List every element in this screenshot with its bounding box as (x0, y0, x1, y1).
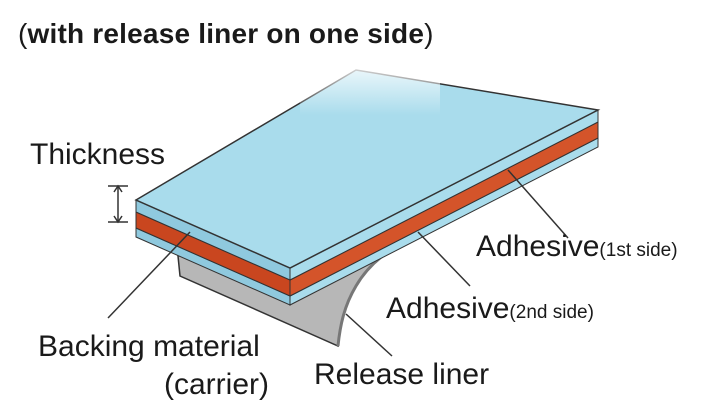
label-adhesive-1st-side: Adhesive(1st side) (476, 230, 678, 264)
label-backing-carrier: (carrier) (164, 368, 269, 401)
label-adhesive-2nd-main: Adhesive (386, 292, 510, 325)
label-thickness: Thickness (30, 138, 166, 171)
title-open-paren: ( (18, 18, 28, 49)
leader-backing-material (107, 231, 191, 319)
label-adhesive-2nd-side: Adhesive(2nd side) (386, 292, 594, 326)
label-adhesive-1st-main: Adhesive (476, 230, 600, 263)
leader-release-liner (345, 313, 393, 357)
top-fade-overlay (300, 55, 440, 115)
diagram-title: (with release liner on one side) (18, 18, 434, 50)
label-adhesive-1st-note: (1st side) (599, 240, 678, 261)
leader-adhesive-1st-side (507, 169, 569, 239)
label-backing-material: Backing material (38, 330, 260, 363)
title-close-paren: ) (424, 18, 434, 49)
thickness-dimension-marker (108, 184, 128, 224)
adhesive-1st-side-top-face (134, 69, 601, 269)
label-release-liner: Release liner (314, 358, 490, 391)
leader-adhesive-2nd-side (417, 231, 471, 287)
label-adhesive-2nd-note: (2nd side) (509, 302, 594, 323)
title-text: with release liner on one side (27, 18, 425, 49)
